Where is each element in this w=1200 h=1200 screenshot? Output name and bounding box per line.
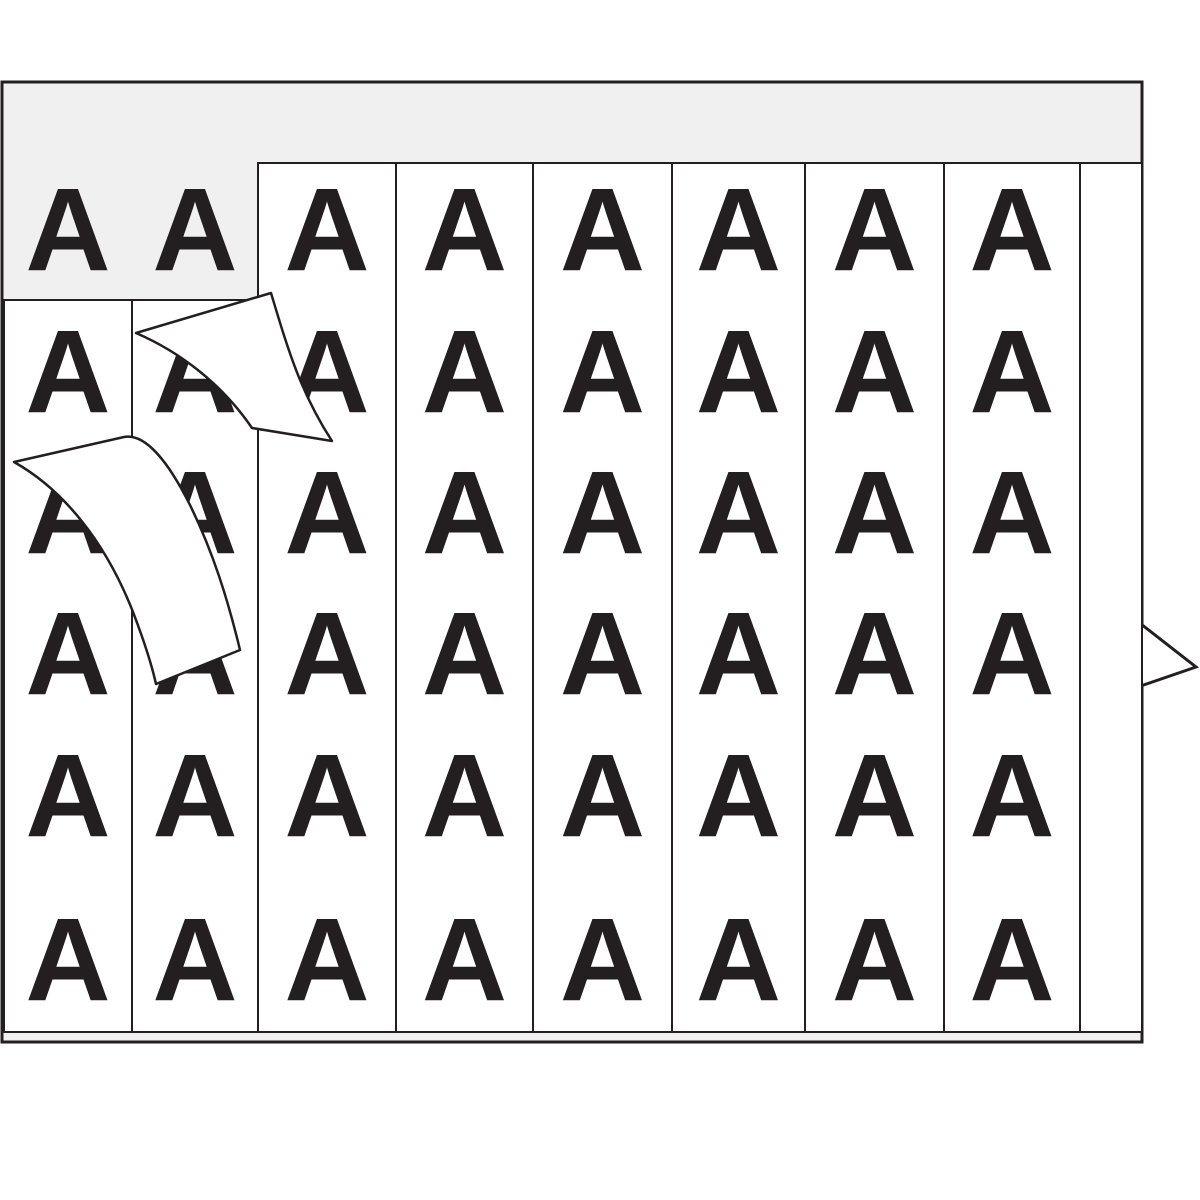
label-letter: A [696, 447, 781, 579]
label-letter: A [152, 730, 237, 862]
label-letter: A [832, 588, 917, 720]
label-letter: A [560, 164, 645, 296]
label-letter: A [969, 588, 1054, 720]
label-letter: A [560, 306, 645, 438]
label-column [943, 162, 1081, 1033]
label-letter: A [152, 894, 237, 1026]
label-letter: A [422, 894, 507, 1026]
label-letter: A [560, 588, 645, 720]
label-letter: A [422, 447, 507, 579]
peeled-label-lower [12, 435, 242, 686]
label-column-group [3, 162, 1143, 1033]
label-letter: A [969, 306, 1054, 438]
label-letter: A [832, 447, 917, 579]
label-letter: A [969, 164, 1054, 296]
label-letter: A [25, 306, 110, 438]
label-letter: A [969, 730, 1054, 862]
label-letter: A [25, 588, 110, 720]
label-letter: A [422, 306, 507, 438]
label-letter: A [832, 894, 917, 1026]
label-letter: A [422, 588, 507, 720]
label-letter: A [284, 730, 369, 862]
label-letter: A [560, 447, 645, 579]
label-column [532, 162, 673, 1033]
label-letter: A [25, 894, 110, 1026]
label-letter: A [284, 588, 369, 720]
label-letter: A [284, 447, 369, 579]
label-letter: A [696, 588, 781, 720]
label-letter: A [25, 164, 110, 296]
label-letter: A [696, 730, 781, 862]
label-letter: A [284, 164, 369, 296]
label-column [3, 299, 133, 1033]
label-column [804, 162, 945, 1033]
label-column [395, 162, 534, 1033]
label-letter: A [25, 730, 110, 862]
peeled-label-upper [134, 291, 334, 443]
label-letter: A [969, 447, 1054, 579]
label-letter: A [696, 894, 781, 1026]
label-letter: A [832, 730, 917, 862]
label-letter: A [832, 164, 917, 296]
label-margin-strip [1079, 162, 1143, 1033]
label-column [257, 162, 397, 1033]
label-letter: A [284, 894, 369, 1026]
label-letter: A [152, 164, 237, 296]
label-letter: A [422, 730, 507, 862]
label-letter: A [422, 164, 507, 296]
label-column [671, 162, 806, 1033]
label-letter: A [560, 730, 645, 862]
label-letter: A [696, 164, 781, 296]
label-letter: A [696, 306, 781, 438]
label-letter: A [832, 306, 917, 438]
label-letter: A [969, 894, 1054, 1026]
peeled-label-group [12, 291, 334, 686]
label-letter: A [560, 894, 645, 1026]
